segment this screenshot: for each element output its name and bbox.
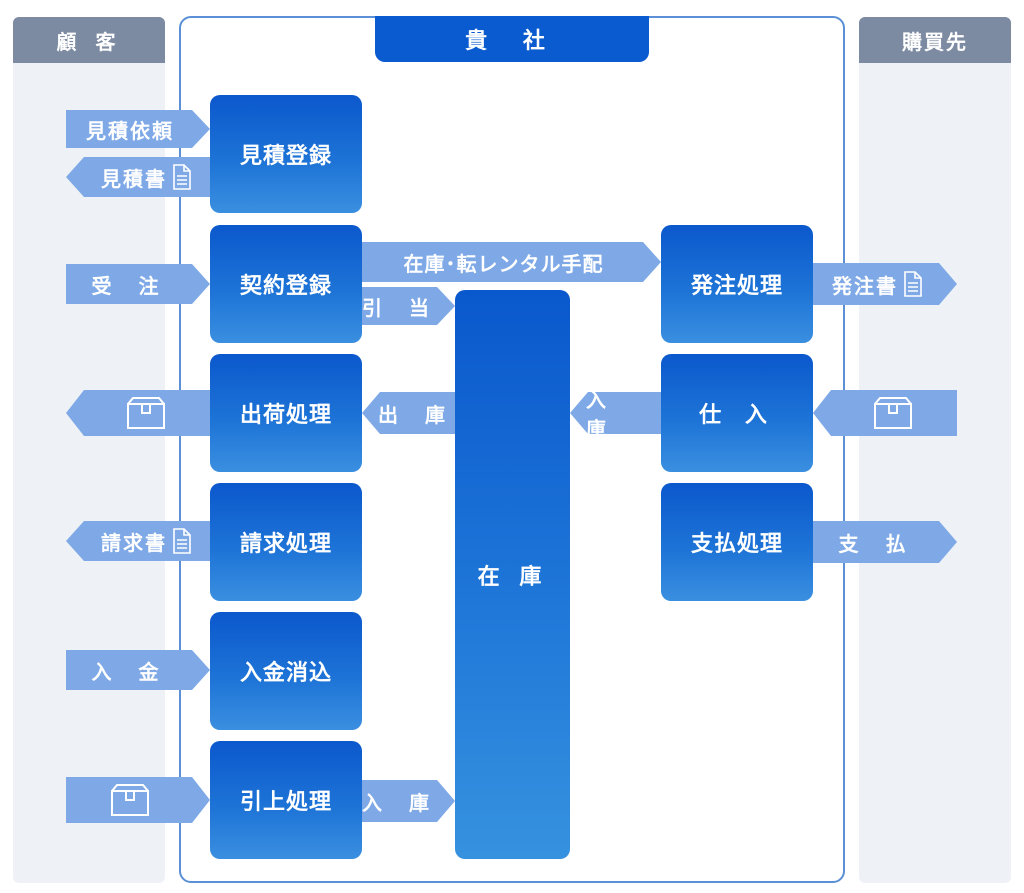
pay-process: 支払処理 xyxy=(661,483,813,601)
deposit-label: 入 金 xyxy=(91,659,169,684)
pickup-in-arrow: 入 庫 xyxy=(362,780,455,822)
estimate-process: 見積登録 xyxy=(210,95,362,213)
box-icon xyxy=(873,396,913,430)
company-header: 貴 社 xyxy=(375,16,649,62)
estimate-doc-arrow: 見積書 xyxy=(66,157,210,197)
allocate-label: 引 当 xyxy=(362,295,439,320)
purchase-order-arrow: 発注書 xyxy=(813,263,957,305)
payment-arrow: 支 払 xyxy=(813,521,957,563)
pickup-process: 引上処理 xyxy=(210,741,362,859)
stock-rental-arrow: 在庫･転レンタル手配 xyxy=(362,242,661,282)
payment-label: 支 払 xyxy=(838,531,916,556)
order-received-arrow: 受 注 xyxy=(66,264,210,304)
supplier-lane-header: 購買先 xyxy=(859,17,1011,63)
invoice-label: 請求書 xyxy=(101,530,167,555)
estimate-doc-label: 見積書 xyxy=(101,166,167,191)
document-icon xyxy=(904,271,922,297)
purchase-order-label: 発注書 xyxy=(832,273,898,298)
box-icon xyxy=(126,396,166,430)
invoice-arrow: 請求書 xyxy=(66,521,210,561)
deposit-arrow: 入 金 xyxy=(66,650,210,690)
order-process: 発注処理 xyxy=(661,225,813,343)
purchase-process: 仕 入 xyxy=(661,354,813,472)
contract-process: 契約登録 xyxy=(210,225,362,343)
box-icon xyxy=(110,783,150,817)
receive-in-arrow: 入 庫 xyxy=(570,392,661,434)
ship-out-arrow: 出 庫 xyxy=(362,392,455,434)
customer-lane-header: 顧 客 xyxy=(13,17,165,63)
document-icon xyxy=(173,164,191,190)
document-icon xyxy=(173,528,191,554)
estimate-request-label: 見積依頼 xyxy=(86,118,174,143)
shipping-process: 出荷処理 xyxy=(210,354,362,472)
pickup-box-arrow xyxy=(66,777,210,823)
pickup-in-label: 入 庫 xyxy=(362,790,439,815)
billing-process: 請求処理 xyxy=(210,483,362,601)
supplier-lane xyxy=(859,17,1011,883)
stock-box: 在 庫 xyxy=(455,290,570,859)
shipping-box-arrow xyxy=(66,390,210,436)
allocate-arrow: 引 当 xyxy=(362,287,455,325)
estimate-request-arrow: 見積依頼 xyxy=(66,110,210,148)
stock-rental-label: 在庫･転レンタル手配 xyxy=(403,251,604,276)
order-received-label: 受 注 xyxy=(91,273,169,298)
payment-clear-process: 入金消込 xyxy=(210,612,362,730)
ship-out-label: 出 庫 xyxy=(378,402,455,427)
purchase-box-arrow xyxy=(813,390,957,436)
receive-in-label: 入 庫 xyxy=(586,388,616,441)
